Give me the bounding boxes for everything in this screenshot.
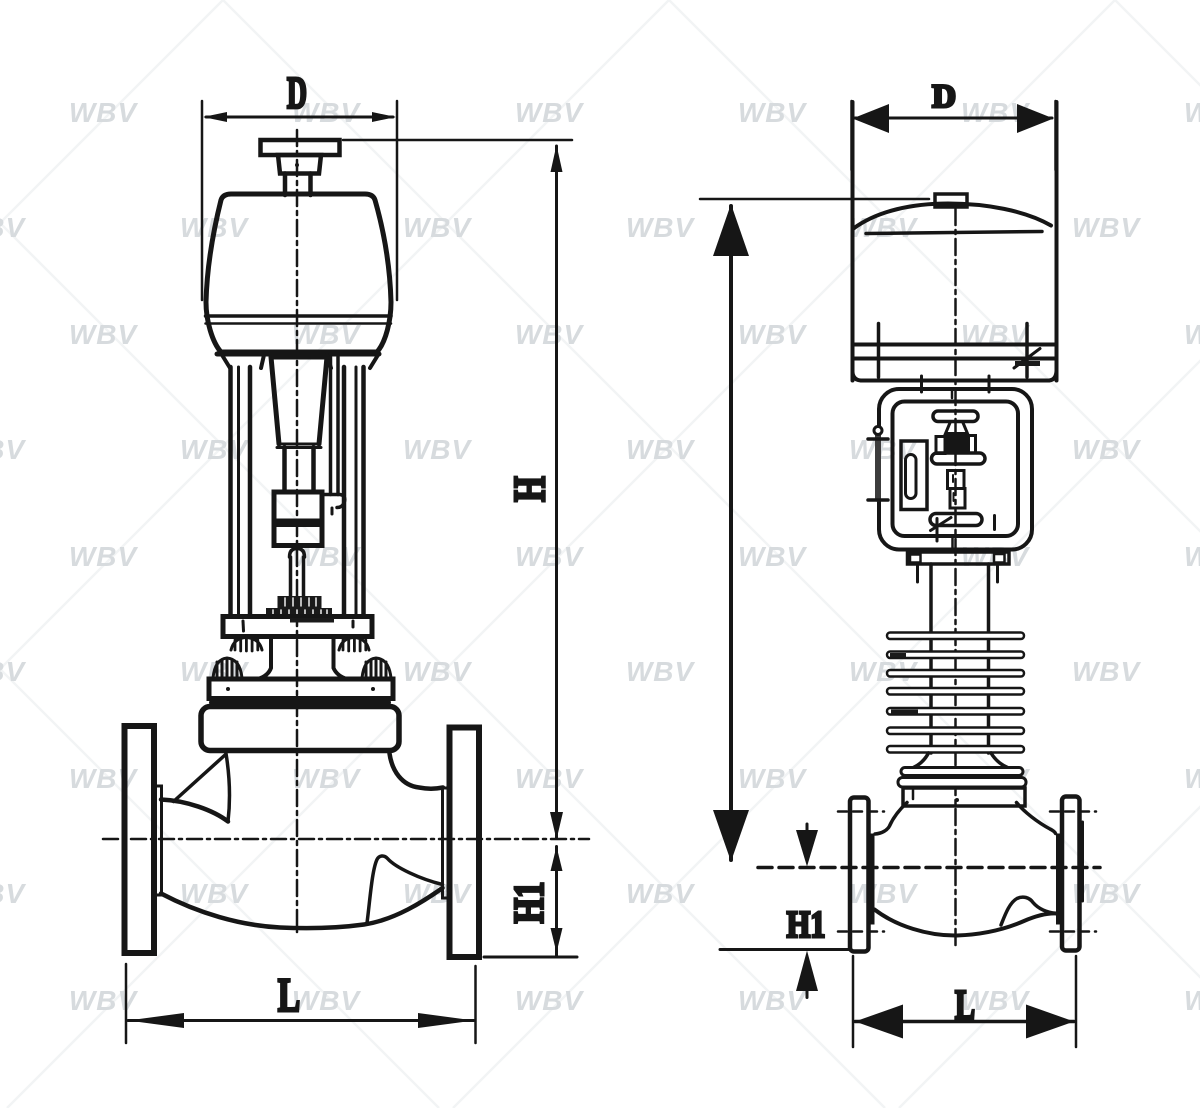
svg-text:WBV: WBV [738,97,808,128]
svg-text:D: D [932,79,956,115]
svg-text:WBV: WBV [1184,985,1200,1016]
svg-text:WBV: WBV [515,541,585,572]
svg-text:L: L [278,968,300,1021]
svg-text:WBV: WBV [0,434,26,465]
svg-text:WBV: WBV [69,985,139,1016]
svg-text:WBV: WBV [515,97,585,128]
svg-text:WBV: WBV [626,878,696,909]
svg-text:WBV: WBV [626,212,696,243]
svg-text:H1: H1 [787,904,826,946]
svg-text:WBV: WBV [738,541,808,572]
svg-text:WBV: WBV [1072,212,1142,243]
svg-text:WBV: WBV [292,97,362,128]
svg-text:WBV: WBV [626,434,696,465]
svg-text:H1: H1 [506,882,553,924]
svg-text:WBV: WBV [180,878,250,909]
svg-text:D: D [287,70,307,119]
svg-text:WBV: WBV [738,985,808,1016]
svg-text:WBV: WBV [0,656,26,687]
svg-text:WBV: WBV [1184,319,1200,350]
svg-text:WBV: WBV [403,656,473,687]
svg-text:WBV: WBV [849,878,919,909]
svg-text:WBV: WBV [0,212,26,243]
svg-text:L: L [955,981,975,1028]
svg-text:WBV: WBV [515,319,585,350]
svg-text:WBV: WBV [738,763,808,794]
svg-text:WBV: WBV [515,985,585,1016]
svg-text:WBV: WBV [1072,434,1142,465]
svg-text:WBV: WBV [403,212,473,243]
svg-text:WBV: WBV [1184,541,1200,572]
svg-text:WBV: WBV [0,878,26,909]
svg-text:WBV: WBV [1072,656,1142,687]
svg-text:WBV: WBV [69,319,139,350]
svg-text:WBV: WBV [849,212,919,243]
svg-text:WBV: WBV [626,656,696,687]
svg-text:WBV: WBV [515,763,585,794]
svg-text:WBV: WBV [292,763,362,794]
svg-text:WBV: WBV [403,434,473,465]
svg-text:WBV: WBV [69,97,139,128]
svg-text:WBV: WBV [292,985,362,1016]
svg-text:WBV: WBV [69,541,139,572]
svg-text:WBV: WBV [961,985,1031,1016]
svg-text:WBV: WBV [1184,97,1200,128]
svg-text:WBV: WBV [69,763,139,794]
svg-text:H: H [506,476,555,502]
svg-text:WBV: WBV [738,319,808,350]
svg-text:WBV: WBV [1184,763,1200,794]
